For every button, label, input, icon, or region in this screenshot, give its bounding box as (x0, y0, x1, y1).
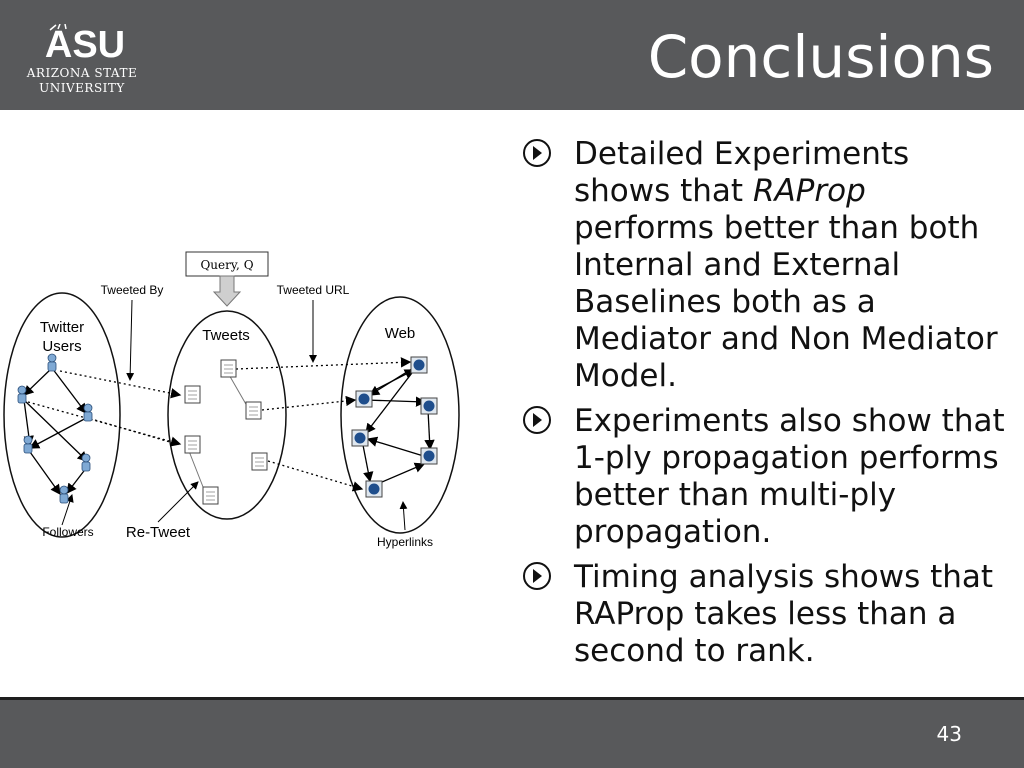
bullet-list: Detailed Experiments shows that RAProp p… (520, 136, 1010, 678)
svg-text:ASU: ASU (45, 24, 125, 62)
asu-logo: ASU Arizona State University (22, 24, 142, 98)
slide-title: Conclusions (647, 23, 994, 91)
slide-footer: 43 (0, 700, 1024, 768)
tweeted-by-label: Tweeted By (101, 283, 164, 297)
web-label: Web (385, 325, 416, 342)
tweets-ellipse (167, 310, 287, 520)
query-box (185, 251, 269, 277)
twitter-users-ellipse (3, 292, 121, 538)
raprop-diagram: Query, Q Tweeted By Tweeted URL Twitter … (3, 251, 460, 549)
followers-label: Followers (42, 525, 93, 539)
user-nodes (17, 353, 93, 504)
tweeted-url-label: Tweeted URL (277, 283, 350, 297)
logo-text-line2: University (39, 81, 125, 95)
users-label: Users (42, 338, 81, 355)
web-ellipse (340, 296, 460, 534)
slide-header: ASU Arizona State University Conclusions (0, 0, 1024, 110)
footer-divider (0, 697, 1024, 700)
bullet-text: Experiments also show that 1-ply propaga… (574, 403, 1005, 550)
bullet-item: Experiments also show that 1-ply propaga… (520, 403, 1010, 551)
bullet-item: Detailed Experiments shows that RAProp p… (520, 136, 1010, 395)
play-circle-icon (523, 562, 551, 590)
bullet-text: Detailed Experiments shows that RAProp p… (574, 136, 998, 394)
asu-logo-mark: ASU (45, 24, 125, 62)
web-nodes (351, 356, 438, 498)
play-circle-icon (523, 139, 551, 167)
query-arrow (212, 275, 242, 307)
bullet-item: Timing analysis shows that RAProp takes … (520, 559, 1010, 670)
twitter-label: Twitter (40, 319, 84, 336)
play-circle-icon (523, 406, 551, 434)
bullet-text: Timing analysis shows that RAProp takes … (574, 559, 994, 669)
logo-text-line1: Arizona State (26, 66, 138, 80)
hyperlinks-label: Hyperlinks (377, 535, 433, 549)
retweet-label: Re-Tweet (126, 524, 191, 541)
query-label: Query, Q (200, 258, 253, 272)
tweets-label: Tweets (202, 327, 250, 344)
page-number: 43 (936, 722, 962, 746)
